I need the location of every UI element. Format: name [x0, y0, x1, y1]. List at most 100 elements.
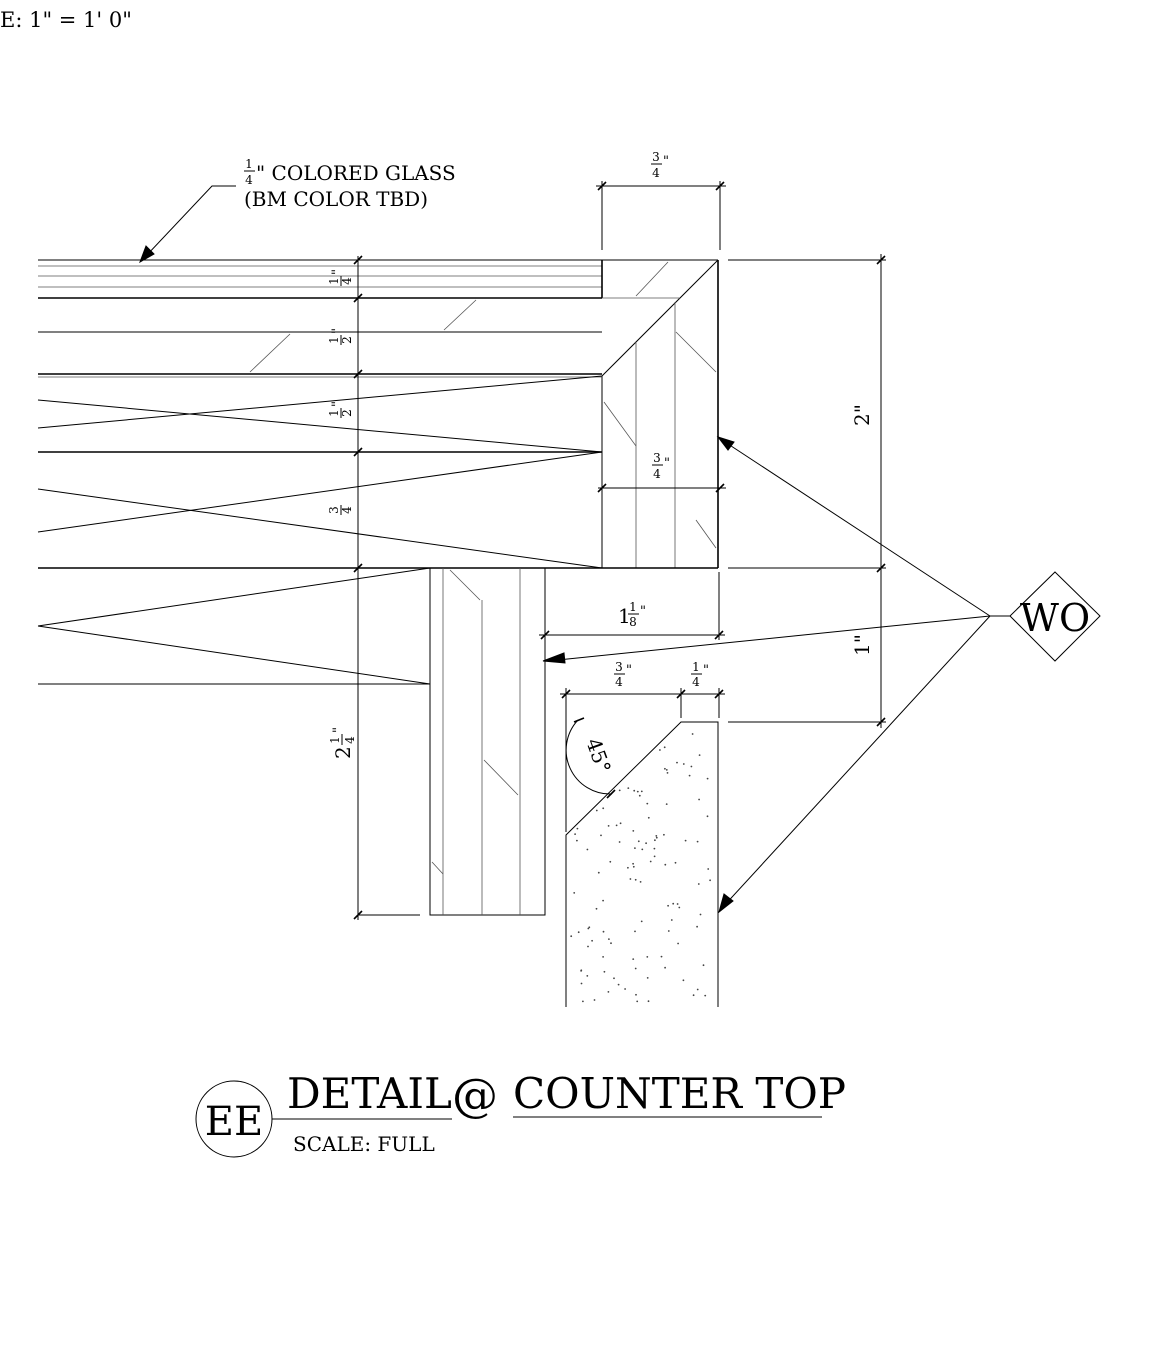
stone-stipple-dot	[697, 883, 700, 885]
stone-stipple-dot	[586, 975, 589, 977]
dim-den: 8	[629, 615, 637, 629]
dim-num: 3	[652, 150, 660, 164]
glass-callout-line2: (BM COLOR TBD)	[244, 187, 428, 211]
stone-stipple-dot	[576, 839, 578, 842]
stone-stipple-dot	[570, 935, 573, 938]
edge-profile	[601, 259, 719, 568]
dim-num: 1	[328, 736, 342, 744]
stone-stipple-dot	[582, 1000, 584, 1003]
stone-stipple-dot	[663, 833, 665, 836]
dim-den: 4	[615, 675, 623, 689]
stone-stipple-dot	[634, 847, 636, 849]
dim-den: 4	[340, 506, 354, 514]
stone-stipple-dot	[587, 927, 590, 930]
title-right: COUNTER TOP	[513, 1069, 846, 1118]
stone-stipple-dot	[635, 993, 637, 996]
dim-stone-1q: 1 4 "	[691, 660, 709, 689]
title-at: @	[452, 1068, 498, 1122]
stone-stipple-dot	[600, 834, 602, 837]
stone-stipple-dot	[608, 938, 610, 940]
stone-stipple-dot	[665, 769, 668, 771]
stone-stipple-dot	[704, 994, 707, 997]
dim-den: 2	[340, 409, 354, 417]
tag-wo-label: WO	[1020, 596, 1090, 640]
glass-frac-num: 1	[245, 157, 253, 171]
stone-stipple-dot	[667, 904, 669, 907]
dim-den: 4	[652, 166, 660, 180]
stone-stipple-dot	[696, 840, 699, 843]
dim-layer-half-a: 1 2 "	[327, 328, 354, 345]
stone-stipple-dot	[664, 966, 666, 969]
stone-stipple-dot	[647, 816, 650, 819]
dim-unit: "	[330, 401, 345, 407]
stone-stipple-dot	[574, 833, 576, 835]
title-scale: SCALE: FULL	[293, 1132, 435, 1156]
stone-stipple-dot	[655, 836, 658, 839]
stone-stipple-dot	[640, 920, 643, 923]
dim-lower-height: 1"	[850, 634, 874, 656]
stone-stipple-dot	[702, 964, 705, 967]
stone-stipple-dot	[632, 958, 635, 960]
dim-num: 1	[629, 600, 637, 614]
stone-stipple-dot	[698, 798, 700, 801]
dim-unit: "	[331, 727, 346, 733]
stone-stipple-dot	[576, 827, 579, 830]
stone-stipple-dot	[613, 977, 615, 980]
stone-stipple-dot	[636, 1000, 639, 1003]
dim-num: 3	[615, 660, 623, 674]
stone-stipple-dot	[602, 930, 605, 933]
stone-stipple-dot	[688, 774, 691, 777]
dim-den: 4	[343, 736, 357, 744]
dim-unit: "	[330, 269, 345, 275]
stone-stipple-dot	[634, 930, 636, 933]
dim-layer-half-b: 1 2 "	[327, 401, 354, 418]
stone-stipple-dot	[573, 892, 576, 894]
stone-stipple-dot	[632, 862, 634, 865]
stone-stipple-dot	[595, 907, 598, 910]
stone-stipple-dot	[624, 988, 626, 990]
stone-stipple-dot	[647, 1000, 650, 1003]
stone-stipple-dot	[629, 878, 632, 880]
dim-unit: "	[664, 456, 670, 471]
stone-stipple-dot	[580, 970, 582, 972]
dim-apron-height: 2 1 4 "	[328, 727, 357, 759]
stone-stipple-dot	[580, 982, 583, 985]
stone-stipple-dot	[646, 956, 649, 958]
stone-stipple-dot	[696, 925, 698, 928]
glass-frac-den: 4	[245, 173, 253, 187]
dim-den: 4	[340, 277, 354, 285]
stone-stipple-dot	[707, 868, 710, 870]
stone-stipple-dot	[670, 919, 673, 921]
stone-stipple-dot	[591, 939, 593, 942]
stone-stipple-dot	[667, 930, 670, 932]
stone-stipple-dot	[653, 855, 656, 858]
dim-den: 2	[340, 336, 354, 344]
stone-stipple-dot	[619, 822, 622, 825]
dim-layer-3q: 3 4	[327, 505, 354, 515]
dim-num: 1	[692, 660, 700, 674]
stone-stipple-dot	[603, 970, 606, 973]
stone-stipple-dot	[597, 871, 600, 874]
stone-stipple-dot	[633, 789, 636, 792]
stone-stipple-dot	[649, 860, 652, 863]
stone-stipple-dot	[602, 807, 605, 810]
stone-stipple-dot	[640, 790, 643, 793]
stone-stipple-dot	[696, 988, 699, 991]
apron	[37, 567, 546, 916]
stone-stipple-dot	[682, 763, 685, 765]
stone-stipple-dot	[684, 839, 687, 842]
dim-num: 3	[327, 506, 341, 514]
stone-stipple-dot	[632, 865, 635, 868]
stone-stipple-dot	[654, 839, 656, 842]
stone-stipple-dot	[586, 848, 589, 851]
stone-stipple-dot	[602, 899, 604, 902]
stone-stipple-dot	[664, 767, 666, 770]
dim-unit: "	[626, 663, 632, 678]
glass-callout-line1: " COLORED GLASS	[256, 161, 456, 185]
glass-callout: 1 4 " COLORED GLASS (BM COLOR TBD)	[244, 157, 456, 211]
stone-stipple-dot	[672, 902, 675, 905]
dim-bevel-angle: 45°	[581, 735, 616, 777]
dim-stone-3q: 3 4 "	[614, 660, 632, 689]
title-block: EE DETAIL @ COUNTER TOP SCALE: FULL	[195, 1068, 846, 1158]
stone-stipple-dot	[699, 913, 702, 916]
